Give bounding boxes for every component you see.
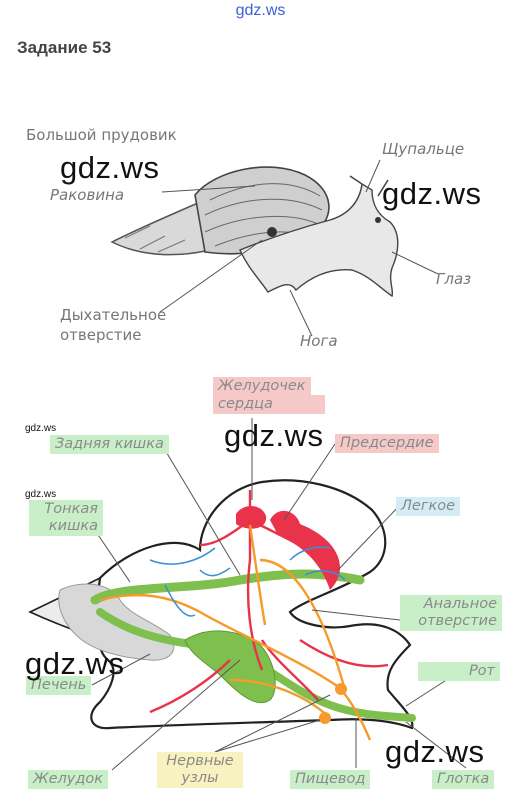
small-intestine-label-line1: Тонкая xyxy=(29,500,103,519)
eye-label: Глаз xyxy=(436,270,472,288)
esophagus-label: Пищевод xyxy=(290,770,371,789)
watermark: gdz.ws xyxy=(382,176,482,211)
watermark: gdz.ws xyxy=(25,423,57,434)
watermark: gdz.ws xyxy=(385,734,485,769)
breathing-hole-label-line2: отверстие xyxy=(60,326,142,344)
pharynx-label: Глотка xyxy=(432,770,495,789)
watermark: gdz.ws xyxy=(224,418,324,453)
nerve-ganglia-label-line2: узлы xyxy=(157,769,243,788)
snail-title: Большой прудовик xyxy=(26,126,177,144)
anal-opening-label-line1: Анальное xyxy=(400,595,502,614)
hindgut-label: Задняя кишка xyxy=(50,435,169,454)
task-title: Задание 53 xyxy=(17,38,112,57)
tentacle-label: Щупальце xyxy=(382,140,465,158)
site-link[interactable]: gdz.ws xyxy=(235,2,286,19)
shell-label: Раковина xyxy=(50,186,125,204)
nerve-ganglia-label-line1: Нервные xyxy=(157,752,243,771)
lung-label: Легкое xyxy=(396,497,460,516)
ventricle-label-line1: Желудочек xyxy=(213,377,311,396)
foot-label: Нога xyxy=(300,332,338,350)
watermark: gdz.ws xyxy=(60,150,160,185)
liver-label: Печень xyxy=(26,676,92,695)
mouth-label: Рот xyxy=(418,662,500,681)
watermark: gdz.ws xyxy=(25,489,57,500)
anal-opening-label-line2: отверстие xyxy=(400,612,502,631)
breathing-hole-label-line1: Дыхательное xyxy=(60,306,167,324)
watermark: gdz.ws xyxy=(25,646,125,681)
ventricle-label-line2: сердца xyxy=(213,395,325,414)
stomach-label: Желудок xyxy=(28,770,109,789)
small-intestine-label-line2: кишка xyxy=(29,517,103,536)
atrium-label: Предсердие xyxy=(335,434,439,453)
